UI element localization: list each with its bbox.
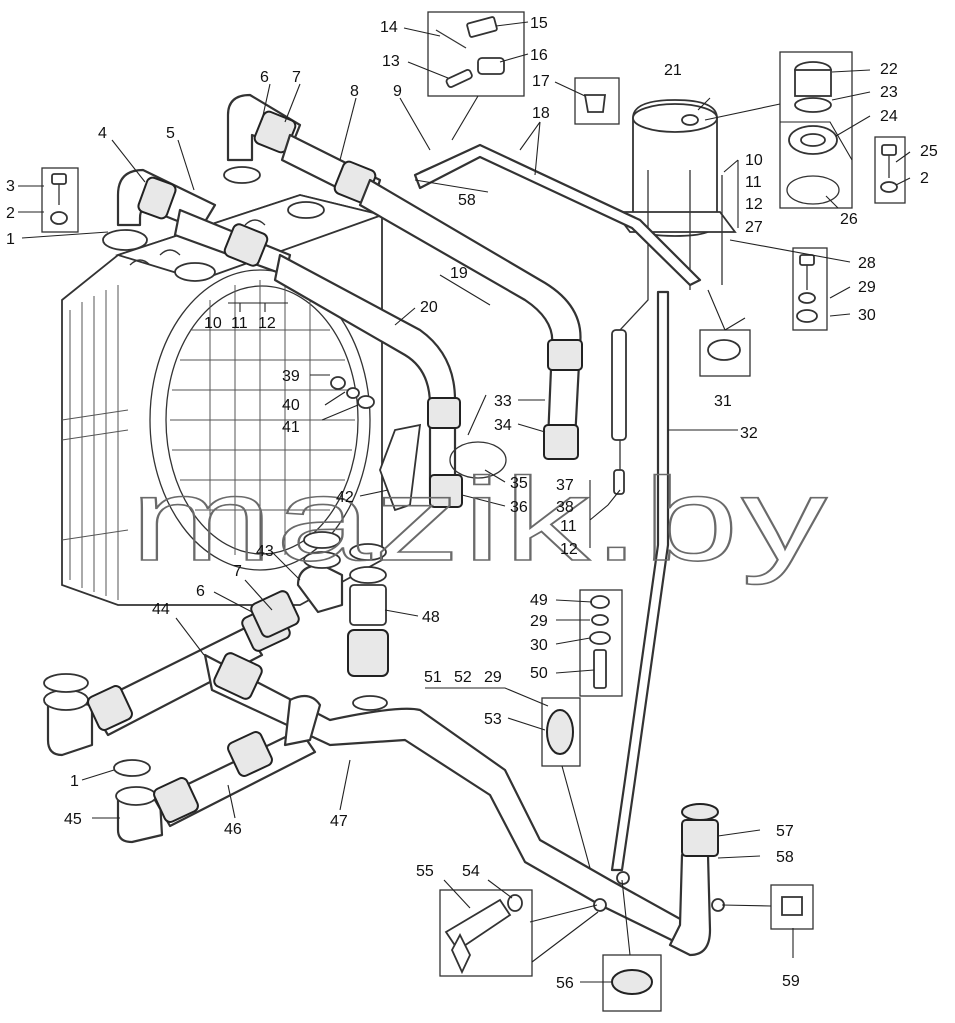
callout-35: 35: [510, 475, 528, 492]
callout-9: 9: [393, 83, 402, 100]
lower-hose-assembly: [43, 531, 725, 957]
callout-15: 15: [530, 15, 548, 32]
callout-1: 1: [6, 231, 15, 248]
callout-13: 13: [382, 53, 400, 70]
callout-10: 10: [204, 315, 222, 332]
callout-2: 2: [6, 205, 15, 222]
callout-56: 56: [556, 975, 574, 992]
callout-10-right: 10: [745, 152, 763, 169]
bypass-tubes: [413, 143, 702, 287]
callout-26: 26: [840, 211, 858, 228]
watermark: mazik.by: [130, 454, 830, 586]
long-pipe: [610, 290, 670, 872]
callout-21: 21: [664, 62, 682, 79]
callout-17: 17: [532, 73, 550, 90]
callout-6-lower: 6: [196, 583, 205, 600]
callout-36: 36: [510, 499, 528, 516]
callout-30-lower: 30: [530, 637, 548, 654]
callout-32: 32: [740, 425, 758, 442]
radiator-fan-grille: [149, 269, 371, 571]
callout-11-mid: 11: [560, 518, 577, 535]
callout-5: 5: [166, 125, 175, 142]
callout-55: 55: [416, 863, 434, 880]
callout-20: 20: [420, 299, 438, 316]
callout-14: 14: [380, 19, 398, 36]
callout-33: 33: [494, 393, 512, 410]
callout-44: 44: [152, 601, 170, 618]
callout-51: 51: [424, 669, 442, 686]
callout-57: 57: [776, 823, 794, 840]
callout-18: 18: [532, 105, 550, 122]
callout-37: 37: [556, 477, 574, 494]
callout-31: 31: [714, 393, 732, 410]
callout-7-lower: 7: [233, 563, 242, 580]
callout-4: 4: [98, 125, 107, 142]
bracket: [379, 423, 422, 512]
callout-45: 45: [64, 811, 82, 828]
callout-53: 53: [484, 711, 502, 728]
callout-1-lower: 1: [70, 773, 79, 790]
callout-24: 24: [880, 108, 898, 125]
expansion-tank: [611, 99, 737, 495]
leader-lines: [18, 21, 911, 983]
upper-hose-assembly: [102, 93, 583, 508]
radiator-core-fins: [61, 285, 129, 600]
callout-23: 23: [880, 84, 898, 101]
callout-12-mid: 12: [560, 541, 578, 558]
callout-50: 50: [530, 665, 548, 682]
callout-6: 6: [260, 69, 269, 86]
callout-39: 39: [282, 368, 300, 385]
callout-30-right: 30: [858, 307, 876, 324]
callout-labels: 1 2 3 4 5 6 7 8 9 10 11 12 13 14 15 16 1…: [6, 15, 938, 992]
callout-22: 22: [880, 61, 898, 78]
callout-11: 11: [231, 315, 248, 332]
callout-11-right: 11: [745, 174, 762, 191]
callout-47: 47: [330, 813, 348, 830]
callout-27: 27: [745, 219, 763, 236]
callout-8: 8: [350, 83, 359, 100]
callout-58-top: 58: [458, 192, 476, 209]
callout-19: 19: [450, 265, 468, 282]
callout-7: 7: [292, 69, 301, 86]
callout-29-lower: 29: [530, 613, 548, 630]
callout-40: 40: [282, 397, 300, 414]
callout-49: 49: [530, 592, 548, 609]
callout-28: 28: [858, 255, 876, 272]
callout-25: 25: [920, 143, 938, 160]
callout-48: 48: [422, 609, 440, 626]
callout-42: 42: [336, 489, 354, 506]
callout-46: 46: [224, 821, 242, 838]
callout-52: 52: [454, 669, 472, 686]
callout-2-right: 2: [920, 170, 929, 187]
callout-34: 34: [494, 417, 512, 434]
callout-16: 16: [530, 47, 548, 64]
callout-54: 54: [462, 863, 480, 880]
callout-43: 43: [256, 543, 274, 560]
callout-59: 59: [782, 973, 800, 990]
callout-29-right: 29: [858, 279, 876, 296]
callout-38: 38: [556, 499, 574, 516]
callout-3: 3: [6, 178, 15, 195]
callout-41: 41: [282, 419, 300, 436]
callout-29-bottom: 29: [484, 669, 502, 686]
callout-12-right: 12: [745, 196, 763, 213]
callout-12: 12: [258, 315, 276, 332]
callout-58-bottom: 58: [776, 849, 794, 866]
